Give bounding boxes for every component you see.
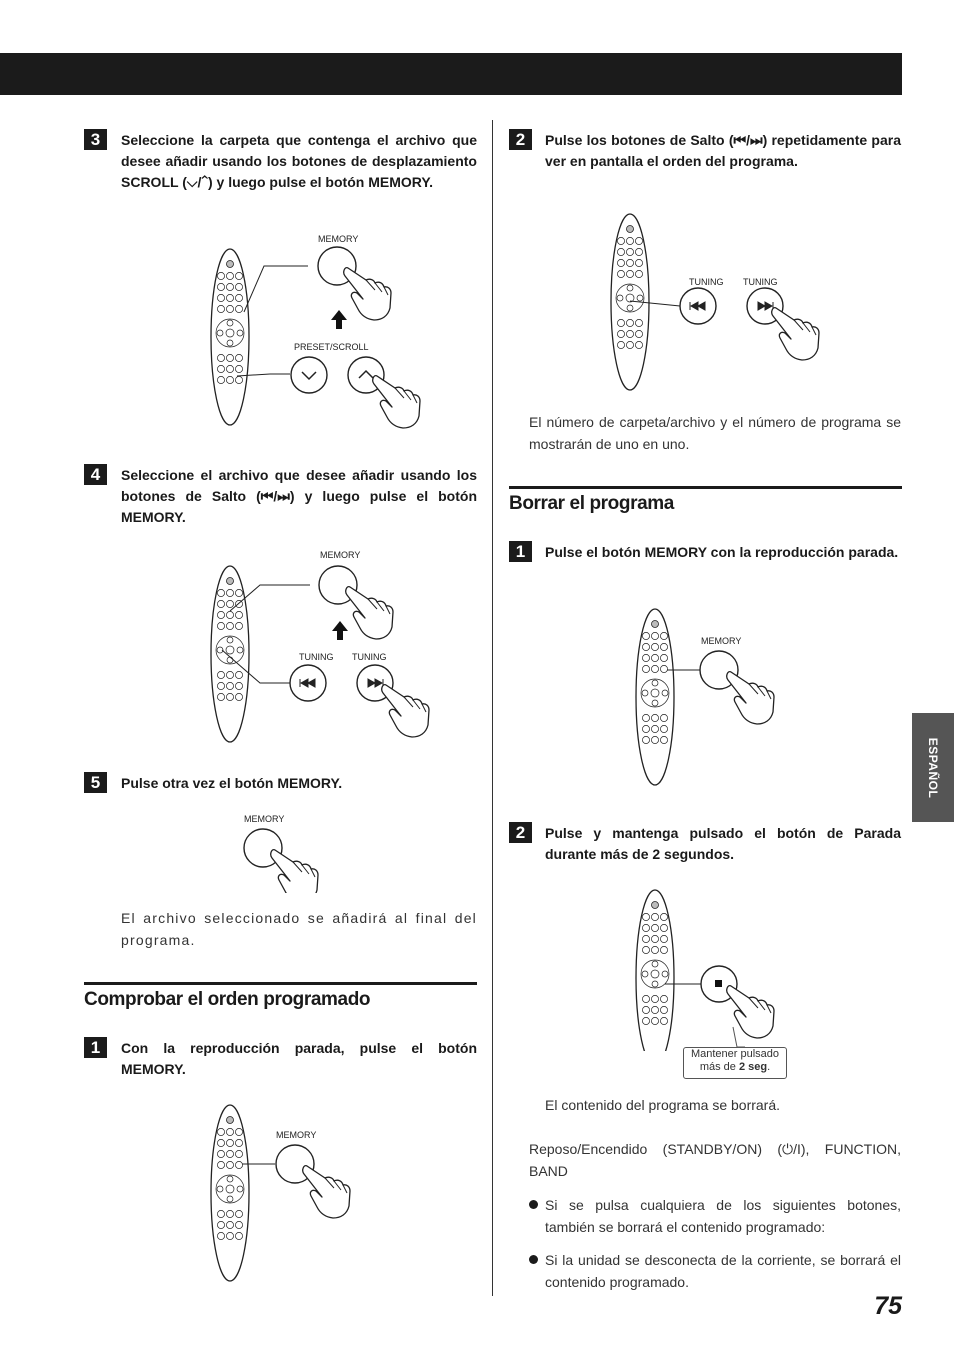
preset-scroll-label: PRESET/SCROLL (294, 342, 369, 352)
section-title: Comprobar el orden programado (84, 989, 371, 1010)
memory-press-figure: MEMORY (243, 814, 319, 893)
step-number: 1 (509, 541, 532, 562)
hold-line-1: Mantener pulsado (690, 1048, 780, 1060)
step-instruction: Pulse el botón MEMORY con la reproducció… (545, 544, 899, 560)
step-instruction: Pulse y mantenga pulsado el botón de Par… (545, 825, 901, 862)
bullet-dot (529, 1255, 538, 1264)
header-bar (0, 53, 902, 95)
step-note: El contenido del programa se borrará. (545, 1097, 781, 1113)
step-number: 4 (84, 464, 107, 485)
arrow-up-icon (332, 621, 348, 640)
remote-memory-tuning-figure: MEMORY TUNING TUNING (210, 550, 430, 743)
bullet-item: Si la unidad se desconecta de la corrien… (545, 1252, 901, 1290)
memory-label: MEMORY (320, 550, 360, 560)
bullet-item: Si se pulsa cualquiera de los siguientes… (545, 1197, 901, 1235)
tuning-label: TUNING (743, 277, 778, 287)
memory-label: MEMORY (276, 1130, 316, 1140)
tuning-label: TUNING (689, 277, 724, 287)
tuning-label: TUNING (352, 652, 387, 662)
arrow-up-icon (331, 310, 347, 329)
column-divider (492, 120, 493, 1296)
remote-memory-figure: MEMORY (635, 608, 775, 786)
remote-stop-figure (635, 889, 775, 1051)
memory-label: MEMORY (701, 636, 741, 646)
language-tab: ESPAÑOL (912, 713, 954, 822)
memory-label: MEMORY (318, 234, 358, 244)
hold-line-2: más de 2 seg. (699, 1061, 771, 1073)
step-number: 1 (84, 1037, 107, 1058)
step-instruction: Seleccione el archivo que desee añadir u… (121, 467, 477, 525)
remote-memory-scroll-figure: MEMORY PRESET/SCROLL (210, 234, 421, 429)
step-number: 5 (84, 772, 107, 793)
bullet-dot (529, 1200, 538, 1209)
step-number: 2 (509, 822, 532, 843)
step-number: 3 (84, 129, 107, 150)
standby-note: Reposo/Encendido (STANDBY/ON) (⏻/I), FUN… (529, 1141, 901, 1179)
step-instruction: Pulse los botones de Salto (⏮/⏭) repetid… (545, 132, 901, 169)
section-title: Borrar el programa (509, 493, 674, 514)
step-instruction: Pulse otra vez el botón MEMORY. (121, 775, 343, 791)
page-number: 75 (874, 1292, 902, 1320)
step-instruction: Con la reproducción parada, pulse el bot… (121, 1040, 477, 1077)
hold-callout: Mantener pulsado más de 2 seg. (683, 1047, 787, 1079)
section-rule (84, 982, 477, 985)
step-number: 2 (509, 129, 532, 150)
section-rule (509, 486, 902, 489)
remote-memory-figure: MEMORY (210, 1104, 351, 1282)
memory-label: MEMORY (244, 814, 284, 824)
tuning-label: TUNING (299, 652, 334, 662)
step-instruction: Seleccione la carpeta que contenga el ar… (121, 132, 477, 190)
step-note: El archivo seleccionado se añadirá al fi… (121, 910, 477, 948)
step-note: El número de carpeta/archivo y el número… (529, 414, 901, 452)
scroll-down-button-icon (290, 356, 328, 394)
remote-tuning-figure: TUNING TUNING (610, 213, 820, 391)
